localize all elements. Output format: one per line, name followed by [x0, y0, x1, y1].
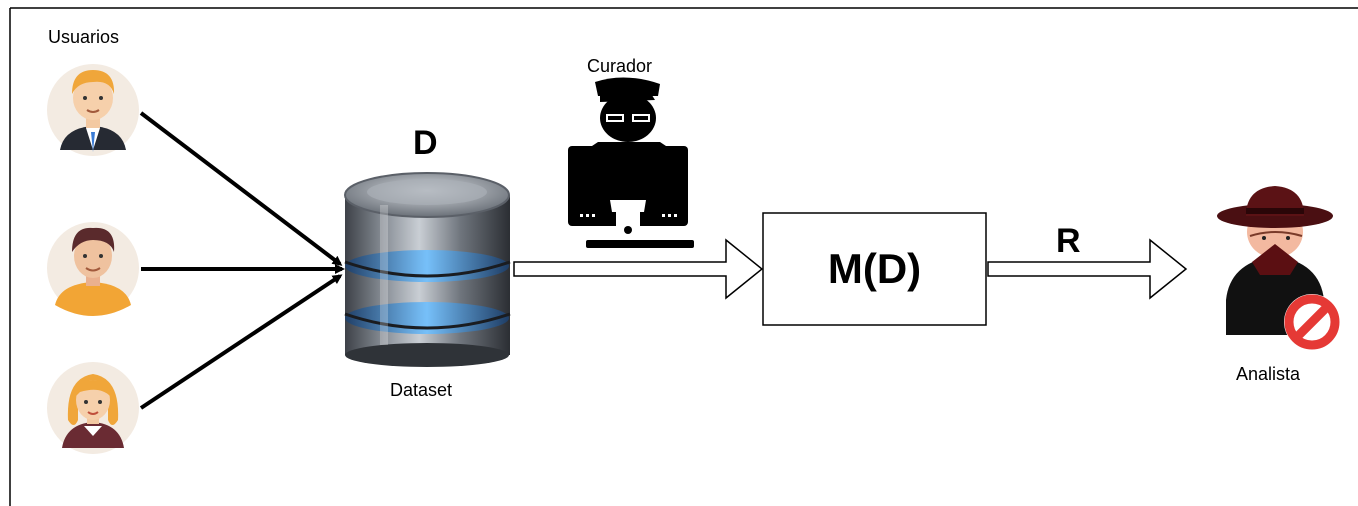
- curator-label: Curador: [587, 56, 653, 76]
- mechanism-to-analyst-arrow: [987, 238, 1188, 300]
- man-avatar-icon: [47, 222, 139, 316]
- prohibited-icon: [1284, 294, 1340, 350]
- spy-icon: [1217, 186, 1333, 335]
- dataset-to-mechanism-arrow: [513, 238, 764, 300]
- users-label: Usuarios: [48, 27, 120, 47]
- dataset-symbol-label: D: [413, 124, 438, 162]
- mechanism-label: M(D): [827, 245, 922, 292]
- analyst-label: Analista: [1236, 364, 1301, 384]
- database-icon: [344, 172, 511, 367]
- hacker-at-computer-icon: [568, 77, 694, 248]
- user1-to-dataset-arrow: [139, 111, 343, 266]
- user3-to-dataset-arrow: [139, 274, 343, 410]
- result-label: R: [1056, 222, 1081, 260]
- mechanism-box: [762, 212, 987, 326]
- woman-avatar-icon: [47, 362, 139, 454]
- businessman-avatar-icon: [47, 64, 139, 156]
- dataset-label: Dataset: [390, 380, 453, 400]
